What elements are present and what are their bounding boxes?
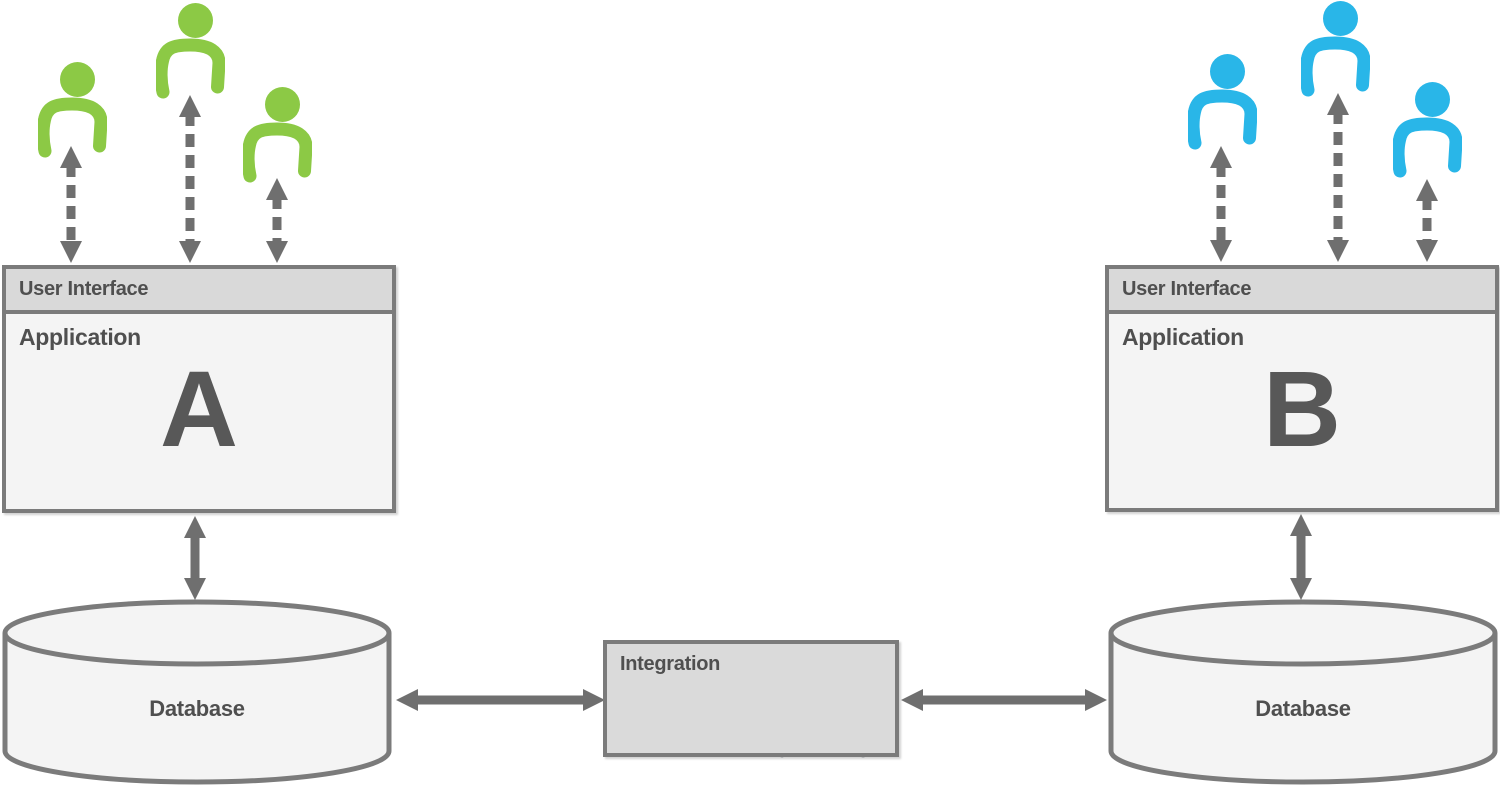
users-group-a xyxy=(43,3,306,176)
person-icon xyxy=(1398,82,1456,171)
double-arrow-dashed xyxy=(60,146,82,263)
database-cylinder-b xyxy=(1108,599,1498,785)
double-arrow-dashed xyxy=(1210,146,1232,262)
db-integration-arrow-right xyxy=(901,689,1107,711)
app-db-arrow-a xyxy=(184,516,206,600)
users-group-b xyxy=(1193,1,1456,171)
person-icon xyxy=(43,62,101,151)
integration-label: Integration xyxy=(620,653,721,675)
double-arrow-dashed xyxy=(1416,179,1438,262)
double-arrow-dashed xyxy=(266,178,288,263)
app-db-arrow-b xyxy=(1290,514,1312,600)
user-interface-header-a: User Interface xyxy=(6,269,392,314)
database-label-b: Database xyxy=(1255,696,1351,721)
person-icon xyxy=(161,3,219,92)
integration-box: Integration xyxy=(603,640,899,757)
application-b-box: User Interface Application B xyxy=(1105,265,1499,512)
user-interface-label-a: User Interface xyxy=(19,278,149,300)
person-icon xyxy=(1306,1,1364,90)
application-a-box: User Interface Application A xyxy=(2,265,396,513)
user-interface-header-b: User Interface xyxy=(1109,269,1495,314)
user-interface-label-b: User Interface xyxy=(1122,278,1252,300)
double-arrow-dashed xyxy=(179,95,201,263)
person-icon xyxy=(1193,54,1251,143)
database-cylinder-a xyxy=(2,599,392,785)
person-icon xyxy=(248,87,306,176)
application-letter-a: A xyxy=(160,348,238,469)
application-label-b: Application xyxy=(1122,324,1244,350)
user-ui-arrows-b xyxy=(1210,93,1438,262)
application-label-a: Application xyxy=(19,324,141,350)
double-arrow-dashed xyxy=(1327,93,1349,262)
database-label-a: Database xyxy=(149,696,245,721)
application-letter-b: B xyxy=(1263,348,1341,469)
user-ui-arrows-a xyxy=(60,95,288,263)
db-integration-arrow-left xyxy=(396,689,605,711)
